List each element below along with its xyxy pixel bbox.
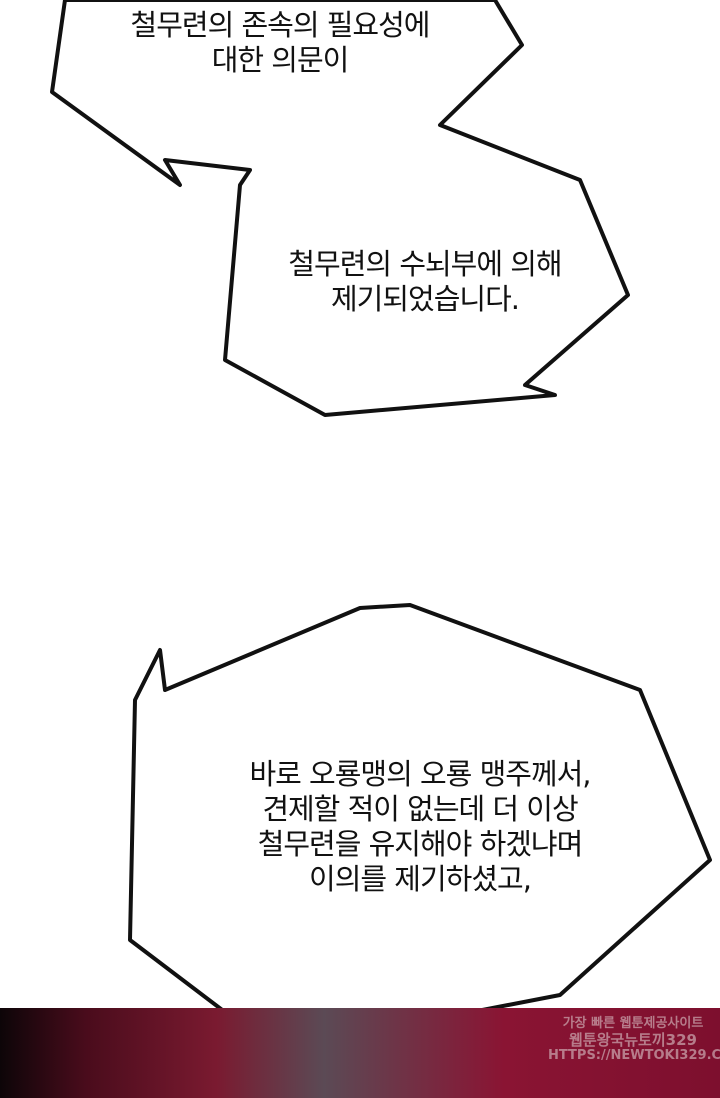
speech-text-2: 철무련의 수뇌부에 의해 제기되었습니다. [240,247,610,317]
text-line: 철무련의 수뇌부에 의해 [288,247,562,281]
speech-bubble-top [50,0,630,417]
speech-bubble-bottom [128,603,712,1052]
comic-art-panel [0,1008,720,1098]
text-line: 대한 의문이 [211,43,350,77]
speech-text-1: 철무련의 존속의 필요성에 대한 의문이 [90,8,470,78]
speech-text-3: 바로 오룡맹의 오룡 맹주께서, 견제할 적이 없는데 더 이상 철무련을 유지… [180,757,660,897]
text-line: 제기되었습니다. [331,282,520,316]
text-line: 바로 오룡맹의 오룡 맹주께서, [249,757,591,791]
watermark-line: HTTPS://NEWTOKI329.COM [548,1048,720,1063]
text-line: 견제할 적이 없는데 더 이상 [262,792,578,826]
watermark: 가장 빠른 웹툰제공사이트 웹툰왕국뉴토끼329 HTTPS://NEWTOKI… [548,1016,720,1064]
text-line: 철무련을 유지해야 하겠냐며 [257,827,584,861]
watermark-line: 웹툰왕국뉴토끼329 [569,1031,697,1049]
text-line: 이의를 제기하셨고, [309,862,532,896]
text-line: 철무련의 존속의 필요성에 [130,8,431,42]
watermark-line: 가장 빠른 웹툰제공사이트 [562,1016,704,1031]
